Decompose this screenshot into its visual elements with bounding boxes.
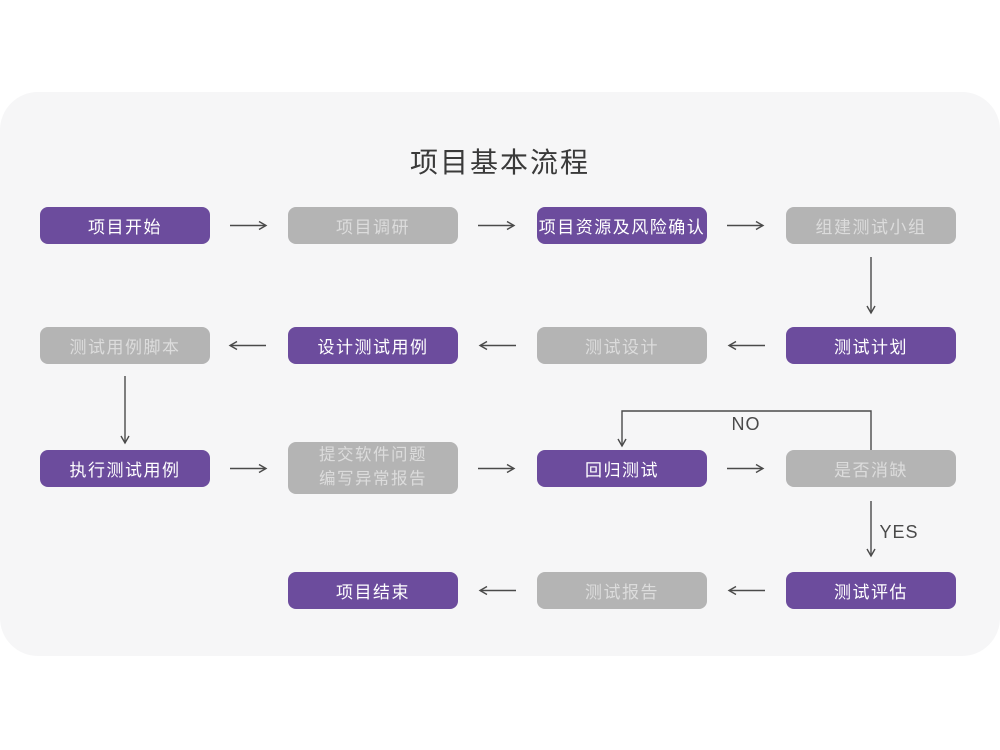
branch-label-yes: YES bbox=[879, 522, 919, 542]
node-form-test-team: 组建测试小组 bbox=[786, 207, 956, 244]
node-execute-test-cases: 执行测试用例 bbox=[40, 450, 210, 487]
flowchart-card bbox=[0, 92, 1000, 656]
node-project-start: 项目开始 bbox=[40, 207, 210, 244]
node-test-report: 测试报告 bbox=[537, 572, 707, 609]
node-test-evaluation: 测试评估 bbox=[786, 572, 956, 609]
node-regression-test: 回归测试 bbox=[537, 450, 707, 487]
node-test-case-script: 测试用例脚本 bbox=[40, 327, 210, 364]
node-submit-issues-report: 提交软件问题 编写异常报告 bbox=[288, 442, 458, 494]
node-design-test-cases: 设计测试用例 bbox=[288, 327, 458, 364]
node-resources-risk-confirm: 项目资源及风险确认 bbox=[537, 207, 707, 244]
node-defect-cleared-decision: 是否消缺 bbox=[786, 450, 956, 487]
node-project-research: 项目调研 bbox=[288, 207, 458, 244]
node-test-design: 测试设计 bbox=[537, 327, 707, 364]
node-project-end: 项目结束 bbox=[288, 572, 458, 609]
arrow-no-loop bbox=[617, 410, 872, 450]
node-test-plan: 测试计划 bbox=[786, 327, 956, 364]
diagram-title: 项目基本流程 bbox=[409, 147, 590, 178]
branch-label-no: NO bbox=[731, 414, 761, 434]
